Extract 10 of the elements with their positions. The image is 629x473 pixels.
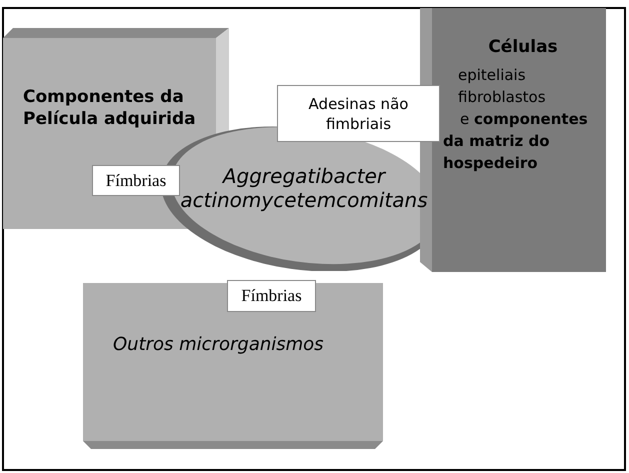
box-title: Células — [487, 36, 559, 58]
ellipse-label: Aggregatibacter actinomycetemcomitans — [179, 164, 429, 212]
tag-text: Fímbrias — [106, 170, 166, 192]
tag-text: Adesinas não fimbriais — [308, 94, 410, 134]
tag-text: Fímbrias — [241, 285, 302, 308]
box-title: Componentes da Película adquirida — [23, 86, 197, 130]
box-label: Outros microrganismos — [113, 333, 325, 357]
label-tag — [227, 280, 316, 312]
label-tag — [277, 85, 440, 142]
box-text: e componentes da matriz do hospedeiro — [443, 109, 589, 174]
